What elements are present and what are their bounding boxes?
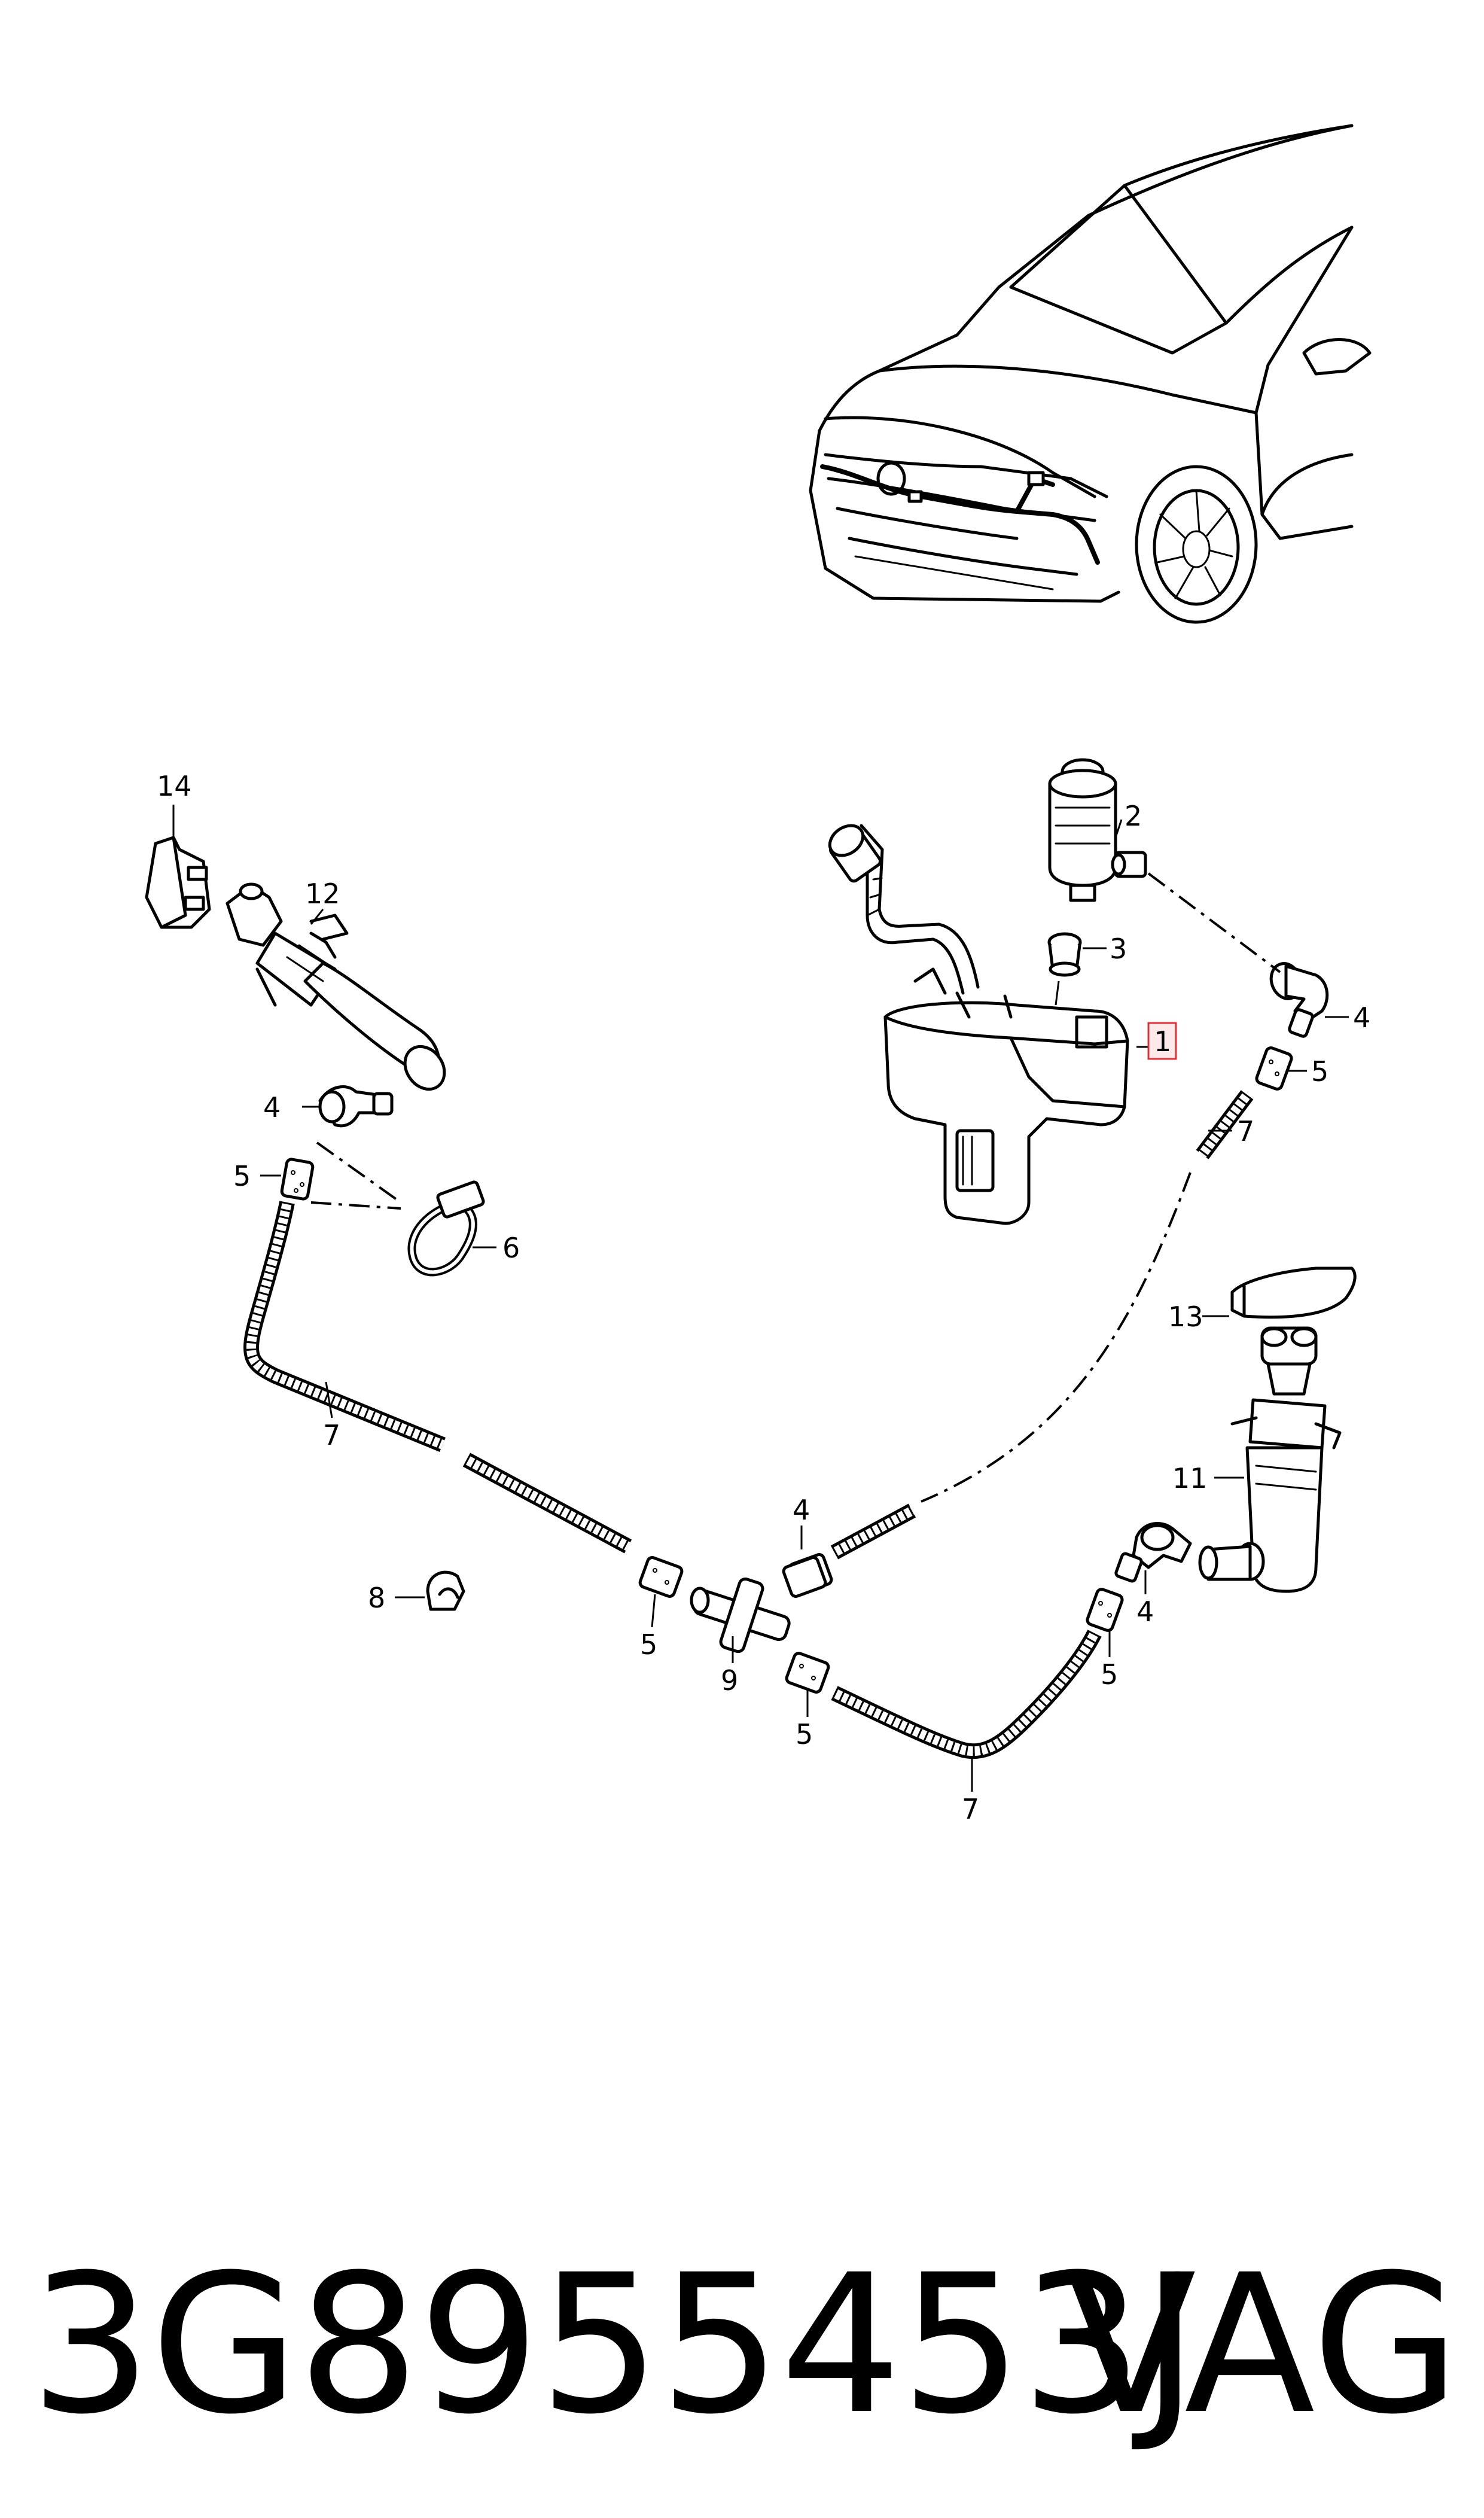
elbow-connector-right-bottom — [1114, 1522, 1192, 1583]
callout-2: 2 — [1125, 800, 1142, 832]
routing-line-left-6b — [310, 1201, 401, 1210]
routing-line-left-6 — [316, 1141, 402, 1204]
callout-1-highlight-box — [1147, 1022, 1177, 1060]
car-illustration — [809, 124, 1372, 624]
connector-middle — [782, 1556, 827, 1598]
callout-5-center-bottom: 5 — [796, 1718, 813, 1750]
callout-4-center: 4 — [793, 1494, 810, 1526]
routing-line-right-to-middle — [921, 1172, 1192, 1503]
hoses — [243, 1090, 1254, 1759]
callout-7-left: 7 — [323, 1419, 340, 1451]
callout-14: 14 — [157, 770, 192, 802]
callout-5-left: 5 — [233, 1160, 251, 1192]
cable-tie — [407, 1180, 485, 1277]
nozzle-cap-right — [1230, 1266, 1357, 1319]
callout-7-right-top: 7 — [1237, 1115, 1254, 1147]
pump-grommet — [1047, 932, 1082, 1006]
callout-11: 11 — [1172, 1462, 1208, 1494]
elbow-connector-left — [318, 1085, 394, 1128]
callout-3: 3 — [1110, 933, 1127, 965]
headlight-washer-nozzle-left — [226, 882, 446, 1091]
footer: 3G8955453J VAG — [0, 2237, 1484, 2453]
callout-8: 8 — [368, 1582, 385, 1614]
headlight-washer-nozzle-right — [1198, 1326, 1342, 1593]
callout-5-right-top: 5 — [1311, 1055, 1328, 1088]
callout-5-right-bottom: 5 — [1101, 1658, 1118, 1691]
callout-6: 6 — [502, 1232, 520, 1264]
callout-labels: 1 2 3 4 5 7 14 12 4 5 6 7 8 5 4 9 5 7 13… — [157, 770, 1370, 1825]
part-number: 3G8955453J — [30, 2234, 1198, 2456]
callout-13: 13 — [1168, 1301, 1203, 1333]
callout-4-right-bottom: 4 — [1136, 1596, 1154, 1628]
washer-pump — [1048, 758, 1147, 902]
hose-clip — [426, 1570, 465, 1611]
callout-4-right-top: 4 — [1353, 1001, 1370, 1034]
callout-12: 12 — [305, 878, 340, 910]
callout-9: 9 — [721, 1664, 738, 1697]
brand-name: VAG — [1065, 2234, 1460, 2456]
callout-1: 1 — [1154, 1025, 1171, 1058]
nozzle-cap-left — [145, 836, 211, 929]
elbow-connector-right-top — [1269, 962, 1329, 1038]
callout-7-bottom: 7 — [962, 1793, 979, 1825]
callout-5-center-left: 5 — [640, 1628, 657, 1661]
callout-4-left: 4 — [263, 1091, 281, 1123]
washer-fluid-reservoir — [828, 824, 1129, 1225]
leader-lines — [172, 805, 1349, 1792]
t-piece-connector — [690, 1577, 791, 1663]
routing-line-pump-to-right — [1147, 872, 1281, 973]
